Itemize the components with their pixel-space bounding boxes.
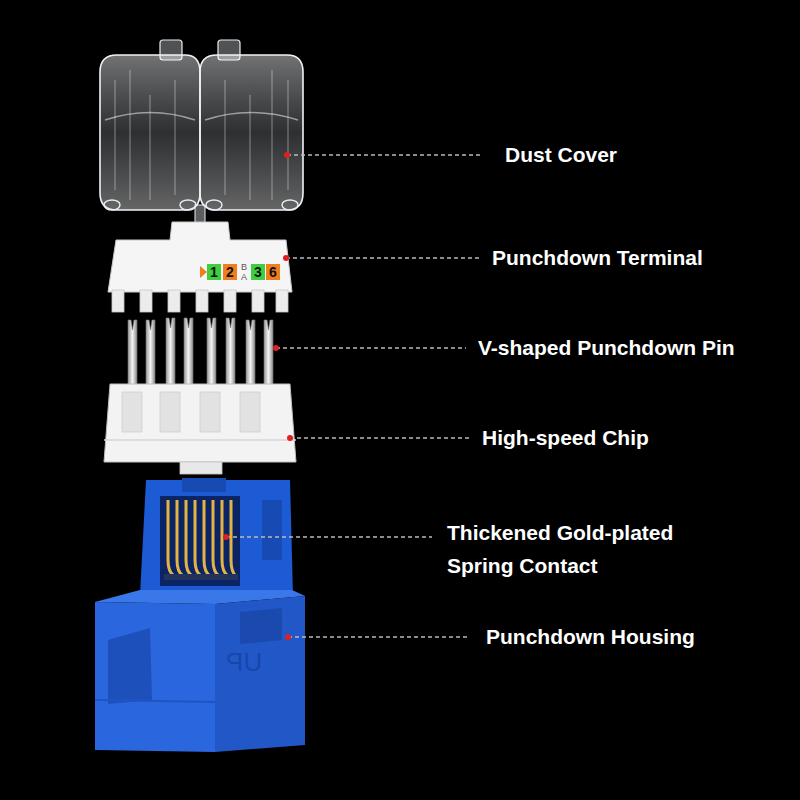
leader-dot xyxy=(273,345,279,351)
color-marker xyxy=(200,266,207,278)
terminal-tooth xyxy=(276,290,288,312)
terminal-tooth xyxy=(140,290,152,312)
gold-contact xyxy=(177,500,183,576)
gold-contact xyxy=(204,500,210,576)
v-pin xyxy=(128,320,137,392)
v-pin xyxy=(207,318,216,392)
chip-body xyxy=(104,384,296,462)
contact-tab xyxy=(182,478,226,492)
terminal-body xyxy=(108,222,292,292)
gold-contact xyxy=(195,500,201,576)
color-marker xyxy=(266,264,280,280)
housing-front xyxy=(95,602,215,752)
pair-letter: B xyxy=(239,262,249,272)
terminal-tooth xyxy=(112,290,124,312)
gold-contact xyxy=(222,500,228,576)
part-label: Dust Cover xyxy=(505,142,775,168)
terminal-tooth xyxy=(168,290,180,312)
chip-edge xyxy=(104,439,296,441)
high-speed-chip xyxy=(104,384,296,474)
chip-slot xyxy=(160,392,180,432)
color-marker xyxy=(207,264,221,280)
contact-window xyxy=(160,496,240,586)
leader-line xyxy=(287,154,482,156)
terminal-tooth xyxy=(196,290,208,312)
v-pin xyxy=(166,318,175,392)
terminal-tooth xyxy=(252,290,264,312)
leader-dot xyxy=(283,255,289,261)
cover-loop xyxy=(282,200,298,210)
contact-rod xyxy=(164,574,238,580)
punchdown-pins xyxy=(128,318,273,392)
v-pin xyxy=(184,318,193,392)
leader-lines xyxy=(226,155,482,637)
housing-side xyxy=(215,596,305,752)
leader-line xyxy=(290,437,470,439)
part-label: Punchdown Terminal xyxy=(492,245,782,271)
orientation-mark: UP xyxy=(226,648,262,676)
v-pin xyxy=(264,320,273,392)
pin-number: 1 xyxy=(207,264,221,280)
cover-stem xyxy=(195,205,205,223)
leader-dots xyxy=(223,152,293,640)
v-pin xyxy=(226,318,235,392)
chip-slot xyxy=(240,392,260,432)
cover-loop xyxy=(104,200,120,210)
color-marker xyxy=(251,264,265,280)
part-label: Punchdown Housing xyxy=(486,624,776,650)
leader-line xyxy=(286,257,482,259)
pin-number: 2 xyxy=(223,264,237,280)
cover-loop xyxy=(180,200,196,210)
gold-contact xyxy=(168,500,174,576)
terminal-tooth xyxy=(224,290,236,312)
gold-contacts xyxy=(168,500,236,576)
leader-line xyxy=(276,347,466,349)
punchdown-housing xyxy=(95,590,305,752)
pin-number: 6 xyxy=(266,264,280,280)
chip-slot xyxy=(122,392,142,432)
housing-notch xyxy=(240,608,282,644)
chip-foot xyxy=(180,462,222,474)
gold-contact xyxy=(186,500,192,576)
pair-letter: A xyxy=(239,272,249,282)
pin-number: 3 xyxy=(251,264,265,280)
housing-latch xyxy=(108,628,152,704)
leader-dot xyxy=(284,152,290,158)
contact-side xyxy=(262,500,282,560)
leader-line xyxy=(288,636,470,638)
contact-body xyxy=(140,480,293,596)
part-label: V-shaped Punchdown Pin xyxy=(478,335,788,361)
leader-dot xyxy=(287,435,293,441)
color-marker xyxy=(223,264,237,280)
leader-dot xyxy=(223,534,229,540)
cover-loop xyxy=(206,200,222,210)
leader-dot xyxy=(285,634,291,640)
chip-slot xyxy=(200,392,220,432)
leader-line xyxy=(226,536,432,538)
v-pin xyxy=(146,320,155,392)
gold-contact xyxy=(231,500,236,576)
dust-cover xyxy=(100,40,303,223)
part-label: High-speed Chip xyxy=(482,425,772,451)
cover-rib xyxy=(115,70,288,200)
cover-edge xyxy=(105,113,298,121)
v-pin xyxy=(246,320,255,392)
housing-edge xyxy=(95,700,215,702)
punchdown-terminal xyxy=(108,222,292,312)
gold-contact xyxy=(213,500,219,576)
part-label: Thickened Gold-plated Spring Contact xyxy=(447,516,737,582)
